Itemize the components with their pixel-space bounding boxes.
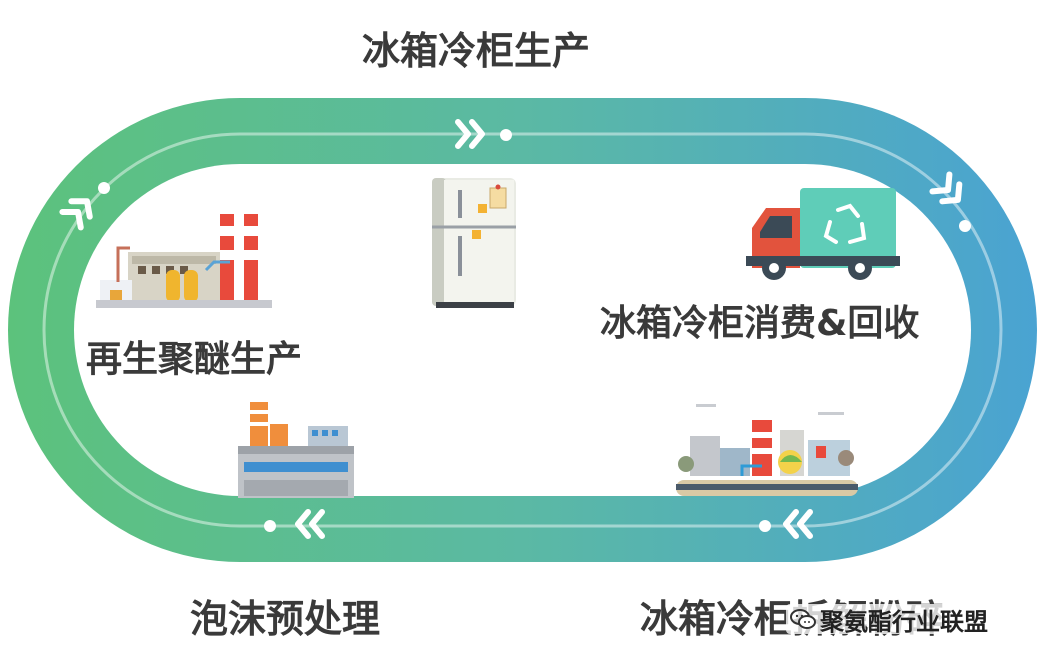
chevron-arrow-icon [455, 119, 485, 149]
label-refrigerator-production: 冰箱冷柜生产 [362, 29, 591, 73]
refrigerator-icon [432, 178, 516, 308]
label-consumption-recycling: 冰箱冷柜消费&回收 [600, 303, 920, 344]
track-dot [98, 182, 110, 194]
recycling-truck-icon [746, 188, 900, 280]
plant-icon [238, 402, 354, 498]
track-dot [959, 220, 971, 232]
watermark-text: 聚氨酯行业联盟 [820, 607, 988, 636]
factory-icon [96, 214, 272, 308]
label-foam-pretreatment: 泡沫预处理 [190, 597, 381, 641]
track-dot [500, 129, 512, 141]
wechat-icon [790, 609, 816, 629]
industrial-park-icon [676, 404, 858, 496]
label-polyether-production: 再生聚醚生产 [86, 339, 303, 380]
watermark: 聚氨酯行业联盟 [786, 604, 994, 636]
track-dot [759, 520, 771, 532]
chevron-arrow-icon [783, 509, 813, 539]
track-dot [264, 520, 276, 532]
inner-area [74, 164, 971, 496]
chevron-arrow-icon [59, 198, 93, 231]
chevron-arrow-icon [295, 509, 325, 539]
chevron-arrow-icon [929, 171, 963, 205]
